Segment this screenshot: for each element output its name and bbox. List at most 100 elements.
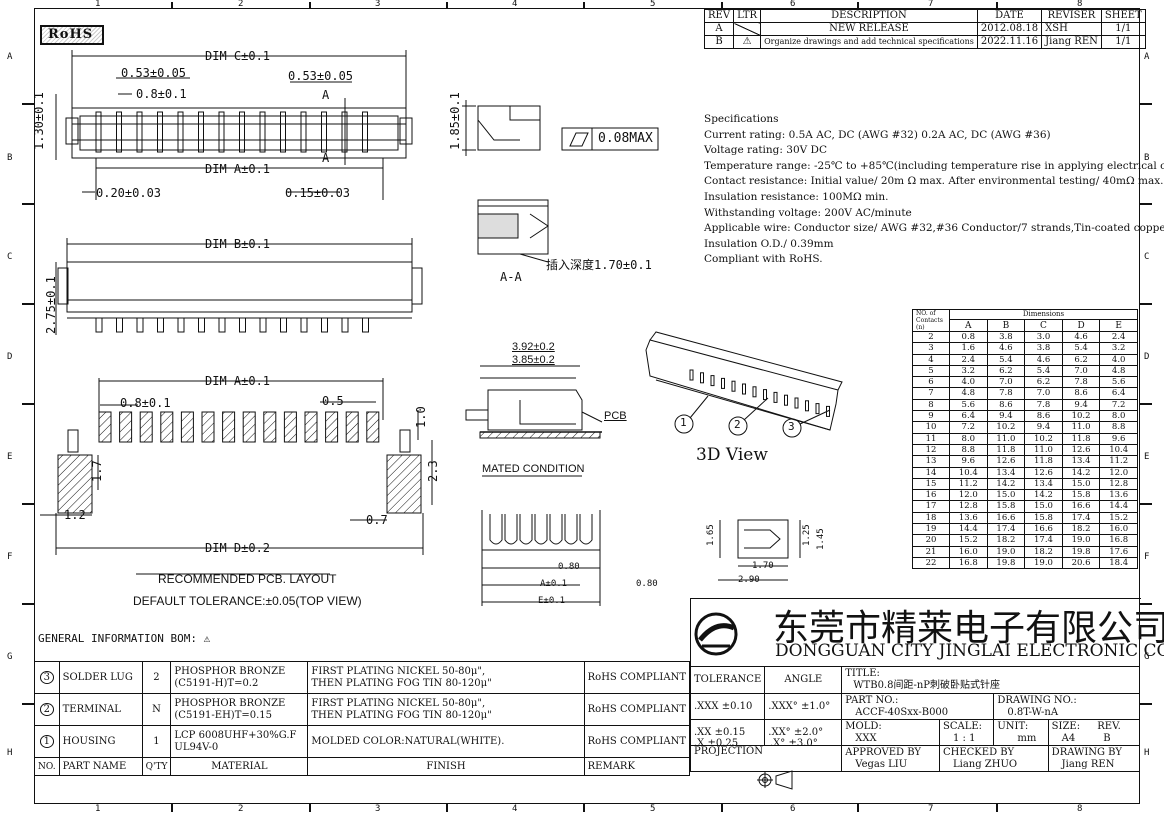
company-logo-icon [694,612,738,656]
rev-a-ltr [733,22,762,36]
connector-3d-view [645,331,843,438]
width-290-label: 2.90 [738,575,760,585]
bom-row2-part: TERMINAL [58,693,143,726]
specifications-block: Specifications Current rating: 0.5A AC, … [704,112,1164,268]
column-label-bottom: 6 [790,804,796,814]
pad-height-17-label: 1.7 [90,460,104,482]
spec-insulation-od: Insulation O.D./ 0.39mm [704,237,834,250]
title-value: WTB0.8间距-nP刺破卧贴式针座 [853,680,1001,691]
column-label-bottom: 5 [650,804,656,814]
pad-pitch-08-label: 0.8±0.1 [120,396,171,410]
dim-table-cell: 12.8 [949,500,988,513]
front-contacts-view [481,510,601,606]
dim-table-cell: 6.2 [986,364,1026,378]
front-pin [341,317,349,333]
warning-triangle-icon: ⚠ [733,35,762,49]
dim-table-cell: 19.0 [1024,556,1063,570]
iso-pin [773,391,778,403]
title-label: TITLE: [845,668,880,679]
height-185-label: 1.85±0.1 [448,92,462,150]
top-pin [218,111,225,153]
top-view-connector [65,107,413,159]
dim-table-cell: 7.8 [1061,376,1101,389]
dim-table-cell: 5.4 [1061,342,1101,355]
top-pin [280,111,286,153]
front-pin [177,317,185,333]
dim-table-cell: 5 [912,364,950,378]
dim-table-cell: 11.8 [1024,455,1063,468]
dim-table-cell: 12.0 [1099,466,1138,479]
column-label-bottom: 7 [928,804,934,814]
spec-voltage: Voltage rating: 30V DC [704,144,828,157]
dim-table-cell: 9.6 [1099,432,1138,445]
row-label-right: G [1144,652,1150,662]
dim-table-cell: 10.4 [1099,443,1138,457]
a-tol-label: A±0.1 [540,579,568,589]
dim-table-cell: 7.0 [1024,387,1063,400]
column-label-bottom: 1 [95,804,101,814]
title-cell: TITLE: WTB0.8间距-nP刺破卧贴式针座 [841,666,1140,694]
part-no-cell: PART NO.: ACCF-40Sxx-B000 [841,693,995,720]
dim-table-cell: 22 [912,556,950,570]
dim-table-header: A [949,319,988,332]
dim-table-cell: 12.6 [1024,466,1063,479]
angle-row3-visible: .X° ±3.0° [770,738,818,749]
spec-contact-resistance: Contact resistance: Initial value/ 20m Ω… [704,175,1164,188]
contact-loop [579,514,593,545]
part-no-label: PART NO.: [845,694,899,706]
offset-020-label: 0.20±0.03 [96,186,162,200]
dim-table-cell: 8.8 [949,443,988,457]
dim-table-cell: 7.0 [986,376,1026,389]
dim-table-cell: 17.4 [986,523,1026,536]
column-label-top: 7 [928,0,934,9]
dim-table-cell: 14.2 [986,477,1026,491]
bom-row2-remark: RoHS COMPLIANT [583,693,691,726]
column-label-top: 2 [238,0,244,9]
bom-row2-no: 2 [34,693,60,726]
iso-pin [721,377,725,389]
dim-table-cell: 7.2 [1099,398,1138,412]
row-label-right: E [1144,452,1150,462]
dim-table-cell: 8.6 [1024,410,1063,423]
contact-loop [489,514,503,545]
bom-header-remark: REMARK [583,757,691,776]
dim-table-cell: 8.8 [1099,421,1138,434]
dim-table-cell: 11.0 [986,432,1026,445]
bom-row3-no: 3 [34,661,60,694]
top-pin [116,111,122,153]
front-pin [157,317,164,333]
rohs-badge: RoHS [40,25,104,45]
dim-a-label: DIM A±0.1 [205,162,271,176]
dim-table-cell: 14.2 [1061,466,1101,479]
pcb-pad [201,411,215,443]
dim-table-cell: 17.4 [1024,534,1063,547]
pcb-pad [242,411,256,443]
dim-table-cell: 5.4 [986,353,1026,366]
bom-header-part: PART NAME [58,757,143,776]
column-label-top: 8 [1077,0,1083,9]
row-label-right: H [1144,748,1150,758]
column-label-top: 6 [790,0,796,9]
top-pin [177,111,184,153]
dim-table-cell: 8.0 [1099,410,1138,423]
front-pin [95,317,103,333]
column-label-bottom: 3 [375,804,381,814]
projection-cell: PROJECTION.X [689,745,843,772]
dim-table-cell: 20 [912,534,950,547]
tol-row3-visible: .X ±0.25 [694,738,739,749]
mated-condition-label: MATED CONDITION [482,463,585,475]
height-125-label: 1.25 [802,524,812,546]
height-275-label: 2.75±0.1 [44,276,58,334]
e-tol-label: E±0.1 [538,596,566,606]
angle-label: ANGLE [764,666,843,694]
dim-table-cell: 6.2 [1061,353,1101,366]
front-pin [362,317,369,333]
iso-pin [731,380,736,392]
